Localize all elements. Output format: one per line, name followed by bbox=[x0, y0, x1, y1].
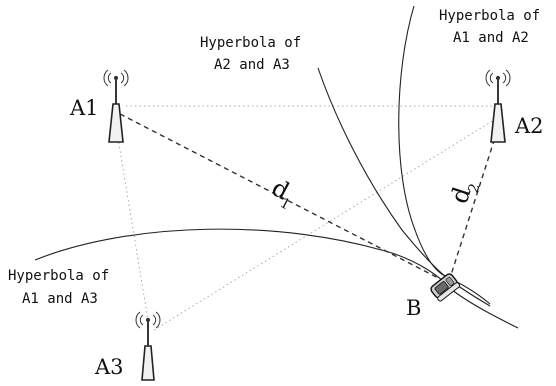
distance-label-d1: d 1 bbox=[267, 174, 294, 214]
distance-label-d2: d 2 bbox=[445, 182, 483, 207]
distance-line-d2 bbox=[449, 121, 501, 279]
station-a1 bbox=[103, 69, 129, 143]
station-a2 bbox=[485, 69, 511, 143]
hyperbola-a2-a3-curve bbox=[317, 67, 491, 307]
hyperbola-a2-a3-line1: Hyperbola of bbox=[200, 35, 301, 51]
hyperbola-a1-a2-label: Hyperbola of A1 and A2 bbox=[439, 8, 540, 46]
antenna-waves-icon bbox=[485, 69, 511, 87]
phone-b bbox=[430, 273, 461, 302]
hyperbola-a2-a3-line2: A2 and A3 bbox=[214, 57, 290, 73]
station-a2-label: A2 bbox=[514, 114, 544, 138]
tower-icon bbox=[490, 103, 506, 143]
mobile-phone-icon bbox=[430, 273, 461, 302]
hyperbola-a1-a2-line1: Hyperbola of bbox=[439, 8, 540, 24]
hyperbola-a1-a3-curve bbox=[34, 228, 519, 329]
tower-icon bbox=[108, 103, 124, 143]
station-a3-label: A3 bbox=[94, 355, 124, 379]
dotted-baselines bbox=[117, 105, 495, 331]
baseline-a1-a3 bbox=[117, 137, 149, 321]
hyperbola-a1-a3-line2: A1 and A3 bbox=[22, 291, 98, 307]
station-a3 bbox=[135, 311, 161, 381]
hyperbola-a2-a3-label: Hyperbola of A2 and A3 bbox=[200, 35, 301, 73]
tower-icon bbox=[141, 345, 155, 381]
hyperbola-a1-a2-line2: A1 and A2 bbox=[453, 30, 529, 46]
hyperbola-a1-a3-line1: Hyperbola of bbox=[8, 268, 109, 284]
hyperbola-a1-a3-label: Hyperbola of A1 and A3 bbox=[8, 268, 109, 307]
hyperbola-curves bbox=[34, 5, 519, 329]
hyperbola-a1-a2-curve bbox=[398, 5, 491, 305]
distance-line-d1 bbox=[119, 113, 447, 283]
baseline-a3-a2 bbox=[153, 119, 495, 331]
antenna-waves-icon bbox=[135, 311, 161, 329]
phone-b-label: B bbox=[406, 296, 421, 320]
antenna-waves-icon bbox=[103, 69, 129, 87]
station-a1-label: A1 bbox=[69, 96, 99, 120]
